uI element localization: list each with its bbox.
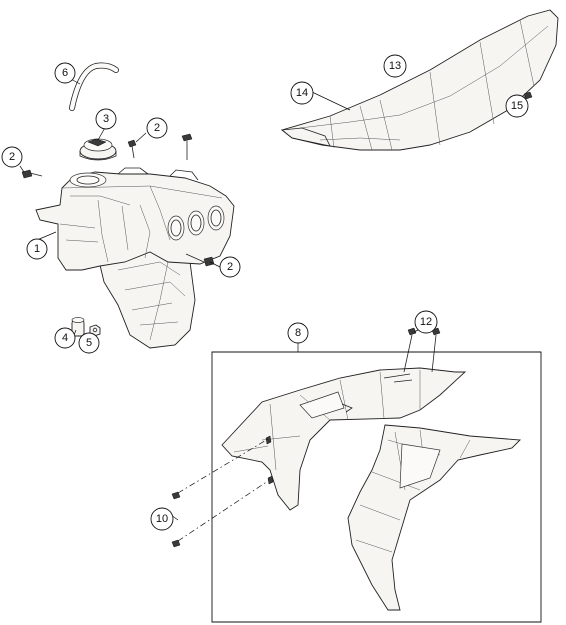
- svg-text:5: 5: [86, 337, 92, 349]
- svg-text:1: 1: [34, 243, 40, 255]
- seat: [280, 9, 559, 151]
- svg-text:2: 2: [227, 261, 233, 273]
- side-panel-right: [347, 424, 522, 611]
- callout-12: 12: [414, 310, 438, 334]
- callout-4: 4: [54, 327, 76, 349]
- fuel-hose: [69, 62, 119, 111]
- callout-5: 5: [78, 332, 100, 354]
- svg-text:14: 14: [296, 87, 308, 99]
- svg-text:12: 12: [420, 316, 432, 328]
- svg-text:8: 8: [295, 327, 301, 339]
- callout-8: 8: [287, 322, 309, 344]
- side-panel-left: [221, 367, 467, 511]
- callout-14: 14: [290, 81, 314, 105]
- svg-text:2: 2: [9, 151, 15, 163]
- screw-fasteners: [21, 133, 215, 267]
- callout-10: 10: [150, 507, 174, 531]
- fuel-tank: [35, 167, 235, 349]
- svg-text:2: 2: [154, 122, 160, 134]
- svg-text:15: 15: [511, 100, 523, 112]
- panel-group-frame: [211, 351, 542, 623]
- callout-15: 15: [505, 94, 529, 118]
- callout-2-right: 2: [219, 256, 241, 278]
- callout-1: 1: [26, 238, 48, 260]
- svg-text:10: 10: [156, 513, 168, 525]
- callout-2-top: 2: [146, 117, 168, 139]
- callout-6: 6: [54, 62, 76, 84]
- callout-3: 3: [95, 108, 117, 130]
- svg-text:3: 3: [103, 113, 109, 125]
- svg-text:6: 6: [62, 67, 68, 79]
- callout-2-left: 2: [1, 146, 23, 168]
- svg-text:4: 4: [62, 332, 68, 344]
- svg-text:13: 13: [389, 60, 401, 72]
- fuel-cap: [79, 138, 117, 161]
- panel-screws: [171, 327, 441, 548]
- callout-13: 13: [383, 54, 407, 78]
